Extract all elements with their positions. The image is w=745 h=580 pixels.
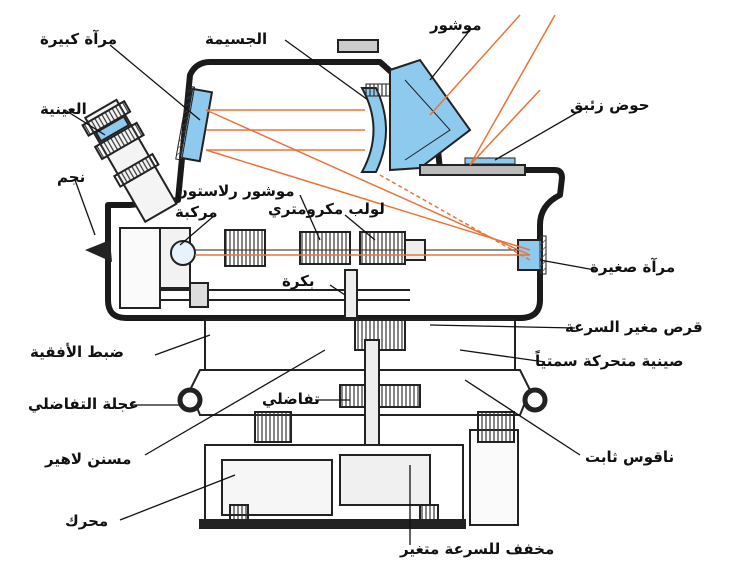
label-mercury-basin: حوض زئبق (570, 96, 650, 114)
label-star: نجم (57, 168, 86, 186)
leader-lines (64, 29, 596, 545)
label-variable-reducer: مخفف للسرعة متغير (400, 540, 555, 558)
label-pulley: بكرة (282, 272, 315, 290)
label-rolleston-prism: موشور رلاستون (175, 182, 295, 200)
large-mirror (175, 85, 214, 163)
star-pointer (85, 240, 112, 262)
label-eyepiece: العينية (40, 100, 87, 118)
label-prism: موشور (430, 16, 482, 34)
eyepiece-assembly (81, 98, 178, 224)
inner-parts (119, 39, 535, 319)
label-small-mirror: مرآة صغيرة (590, 258, 676, 276)
label-objective: الجسيمة (205, 30, 268, 48)
label-lahire-gear: مسنن لاهير (45, 450, 132, 468)
light-rays (195, 14, 556, 261)
label-large-mirror: مرآة كبيرة (40, 30, 117, 48)
objective-lens (360, 83, 391, 173)
label-differential: تفاضلي (262, 390, 320, 408)
label-motor: محرك (65, 512, 109, 530)
label-fixed-bell: ناقوس ثابت (585, 448, 675, 466)
label-micrometer-screw: لولب مكرومتري (268, 200, 385, 218)
label-speed-disc: قرص مغير السرعة (565, 318, 703, 336)
label-differential-wheel: عجلة التفاضلي (28, 395, 139, 413)
upper-housing (105, 59, 565, 321)
mercury-basin (419, 157, 526, 176)
label-composite: مركبة (175, 203, 218, 221)
label-moving-plate: صينية متحركة سمتياً (535, 352, 684, 370)
lower-mount (177, 319, 548, 529)
label-horizontal-adjust: ضبط الأفقية (30, 343, 125, 361)
